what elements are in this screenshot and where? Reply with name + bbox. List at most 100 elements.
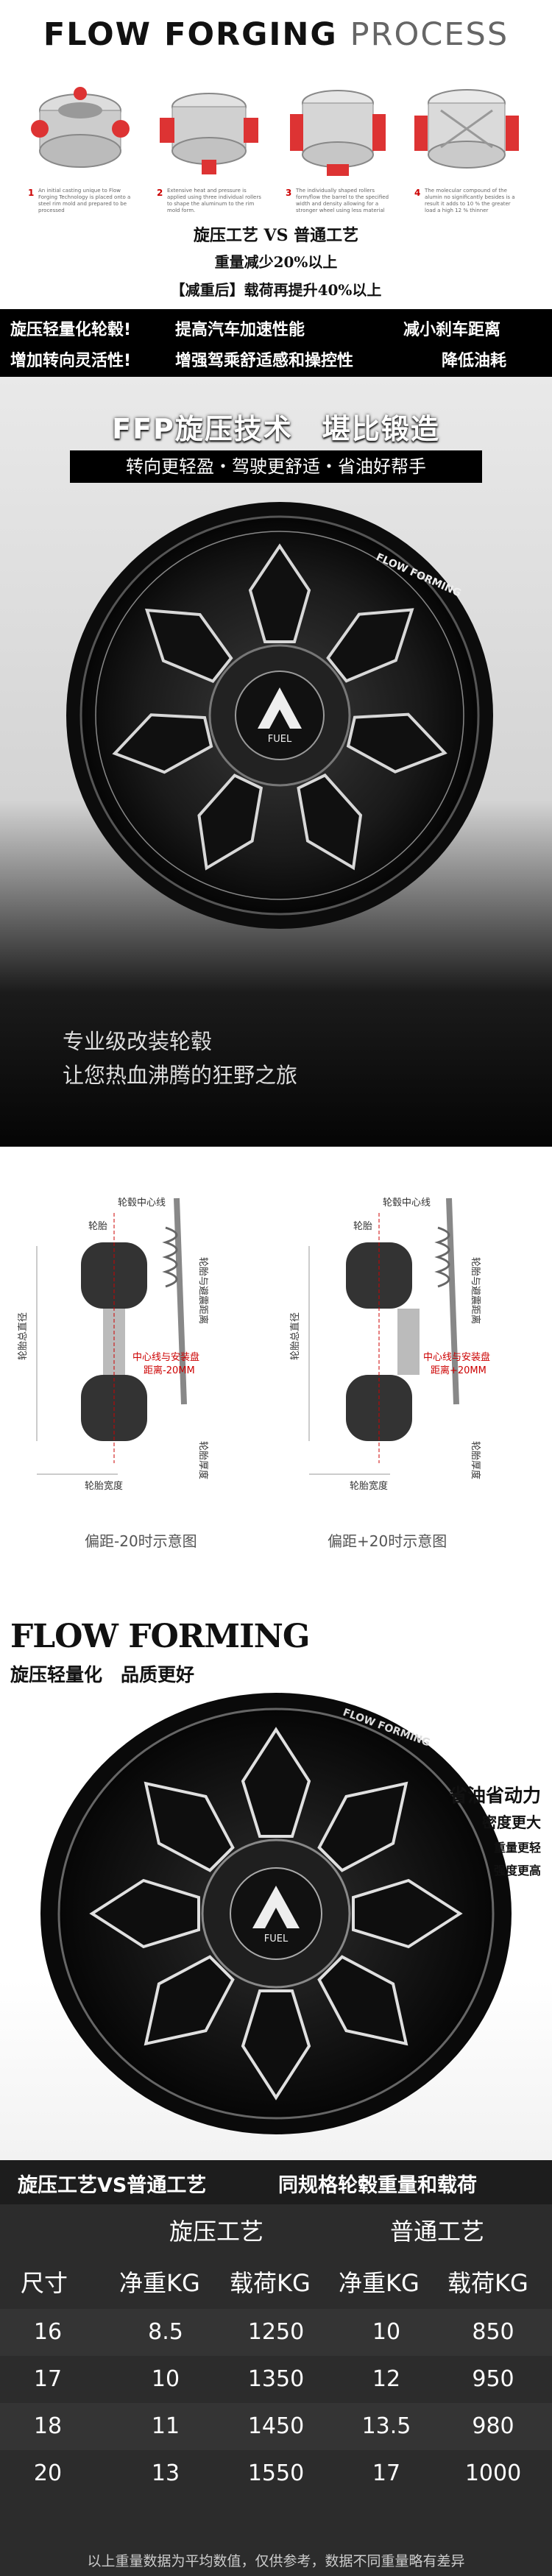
process-step-2: 2 Extensive heat and pressure is applied… [154, 77, 264, 217]
note-weight: 重量更轻 [493, 1841, 541, 1855]
group-flow-formed: 旋压工艺 [169, 2218, 264, 2246]
label-tire-shock-distance: 轮胎与避震距离 [197, 1257, 209, 1324]
column-conv-load: 载荷KG [447, 2269, 528, 2297]
cell-size: 20 [33, 2460, 63, 2486]
cell-conv-weight: 13.5 [361, 2413, 411, 2439]
cell-flow-weight: 11 [151, 2413, 180, 2439]
caption-offset-minus-20: 偏距-20时示意图 [85, 1532, 197, 1550]
hero-headline: FFP旋压技术 堪比锻造 [112, 413, 440, 445]
cell-conv-load: 950 [472, 2366, 514, 2392]
hero-tagline-2: 让您热血沸腾的狂野之旅 [63, 1063, 298, 1088]
label-tire-thickness: 轮胎厚度 [470, 1441, 481, 1479]
barrel-forming-icon [290, 90, 386, 176]
flow-forming-wheel-section: FLOW FORMING 旋压轻量化 品质更好 [0, 1560, 552, 2160]
table-title-right: 同规格轮毂重量和载荷 [278, 2174, 477, 2197]
vs-heading: 旋压工艺 VS 普通工艺 [193, 226, 359, 245]
cell-size: 18 [33, 2413, 63, 2439]
table-row: 18 11 1450 13.5 980 [0, 2403, 552, 2450]
wheel-cap-text: FUEL [264, 1933, 289, 1945]
process-step-3: 3 The individually shaped rollers form/f… [283, 77, 393, 217]
step-description: The molecular compound of the alumin no … [425, 188, 515, 213]
column-flow-weight: 净重KG [119, 2269, 200, 2297]
table-row: 17 10 1350 12 950 [0, 2356, 552, 2403]
label-tire: 轮胎 [353, 1221, 372, 1232]
comparison-table: 旋压工艺VS普通工艺 同规格轮毂重量和载荷 旋压工艺 普通工艺 尺寸 净重KG … [0, 2160, 552, 2576]
offset-callout-line2: 距离-20MM [144, 1365, 195, 1376]
cell-conv-weight: 10 [372, 2319, 401, 2345]
cell-flow-load: 1550 [247, 2460, 305, 2486]
cell-conv-weight: 17 [372, 2460, 401, 2486]
step-number: 3 [286, 188, 292, 198]
feature-fuel: 降低油耗 [442, 352, 507, 370]
feature-steering: 增加转向灵活性! [10, 352, 132, 370]
process-title-light: PROCESS [350, 16, 509, 53]
label-centerline: 轮毂中心线 [383, 1197, 431, 1209]
feature-lightweight: 旋压轻量化轮毂! [10, 321, 132, 339]
column-conv-weight: 净重KG [339, 2269, 420, 2297]
cell-flow-weight: 8.5 [148, 2319, 183, 2345]
weight-reduction: 重量减少20%以上 [214, 253, 338, 271]
flow-forging-process-section: FLOW FORGING PROCESS 1 An initial castin… [0, 0, 552, 309]
step-description: The individually shaped rollers form/flo… [296, 188, 389, 213]
offset-callout-line1: 中心线与安装盘 [132, 1351, 199, 1363]
process-step-1: 1 An initial casting unique to Flow Forg… [25, 77, 135, 217]
cell-flow-load: 1250 [247, 2319, 305, 2345]
hero-tagline-1: 专业级改装轮毂 [63, 1029, 213, 1054]
load-increase: 【减重后】载荷再提升40%以上 [170, 281, 382, 299]
step-description: Extensive heat and pressure is applied u… [167, 188, 261, 213]
flow-forming-subtitle: 旋压轻量化 品质更好 [10, 1664, 195, 1685]
hero-section: FFP旋压技术 堪比锻造 转向更轻盈・驾驶更舒适・省油好帮手 [0, 377, 552, 1147]
finished-barrel-icon [414, 89, 519, 169]
table-title-left: 旋压工艺VS普通工艺 [18, 2174, 207, 2197]
column-size: 尺寸 [21, 2269, 68, 2297]
step-number: 4 [414, 188, 421, 198]
table-row: 16 8.5 1250 10 850 [0, 2309, 552, 2356]
offset-callout-line2: 距离+20MM [431, 1365, 486, 1376]
note-strength: 强度更高 [493, 1864, 541, 1878]
table-row: 20 13 1550 17 1000 [0, 2450, 552, 2497]
cell-flow-weight: 10 [151, 2366, 180, 2392]
step-description: An initial casting unique to Flow Forgin… [38, 188, 131, 213]
roller-heat-icon [160, 93, 258, 174]
note-fuel-saving: 省油省动力 [448, 1785, 541, 1806]
table-header-bar: 旋压工艺VS普通工艺 同规格轮毂重量和载荷 [0, 2160, 552, 2204]
cell-conv-load: 980 [472, 2413, 514, 2439]
rim-mold-icon [31, 87, 130, 168]
feature-braking: 减小刹车距离 [403, 321, 501, 339]
cell-flow-weight: 13 [151, 2460, 180, 2486]
flow-forming-title: FLOW FORMING [10, 1618, 310, 1655]
caption-offset-plus-20: 偏距+20时示意图 [328, 1532, 447, 1550]
cell-conv-weight: 12 [372, 2366, 401, 2392]
offset-callout-line1: 中心线与安装盘 [423, 1351, 490, 1363]
cell-conv-load: 1000 [464, 2460, 522, 2486]
cell-conv-load: 850 [472, 2319, 514, 2345]
label-tire-diameter: 轮胎总直径 [18, 1312, 29, 1360]
group-conventional: 普通工艺 [390, 2218, 485, 2246]
wheel-product-image: FUEL FLOW FORMING [40, 1693, 512, 2134]
label-tire-shock-distance: 轮胎与避震距离 [470, 1257, 481, 1324]
hero-wheel-image: FUEL FLOW FORMING [66, 502, 493, 929]
label-centerline: 轮毂中心线 [118, 1197, 166, 1209]
label-tire-width: 轮胎宽度 [350, 1480, 388, 1492]
offset-minus-20-diagram: 轮毂中心线 轮胎 轮胎与避震距离 轮胎总直径 轮胎厚度 轮胎宽度 中心线与安装盘… [18, 1197, 209, 1492]
cell-size: 16 [33, 2319, 63, 2345]
offset-diagram-section: 轮毂中心线 轮胎 轮胎与避震距离 轮胎总直径 轮胎厚度 轮胎宽度 中心线与安装盘… [0, 1147, 552, 1560]
process-steps: 1 An initial casting unique to Flow Forg… [25, 77, 526, 217]
label-tire-thickness: 轮胎厚度 [197, 1441, 209, 1479]
feature-acceleration: 提高汽车加速性能 [175, 321, 305, 339]
table-footnote: 以上重量数据为平均数值，仅供参考，数据不同重量略有差异 [87, 2553, 465, 2569]
step-number: 2 [157, 188, 163, 198]
hero-subline: 转向更轻盈・驾驶更舒适・省油好帮手 [70, 450, 482, 483]
feature-comfort: 增强驾乘舒适感和操控性 [175, 352, 354, 370]
hero-cap-text: FUEL [268, 734, 292, 745]
process-step-4: 4 The molecular compound of the alumin n… [411, 77, 522, 217]
note-density: 密度更大 [482, 1814, 541, 1831]
cell-size: 17 [33, 2366, 63, 2392]
label-tire-width: 轮胎宽度 [85, 1480, 123, 1492]
label-tire-diameter: 轮胎总直径 [290, 1312, 301, 1360]
step-number: 1 [28, 188, 35, 198]
label-tire: 轮胎 [88, 1221, 107, 1232]
cell-flow-load: 1450 [247, 2413, 305, 2439]
feature-banner: 旋压轻量化轮毂! 提高汽车加速性能 减小刹车距离 增加转向灵活性! 增强驾乘舒适… [0, 309, 552, 377]
